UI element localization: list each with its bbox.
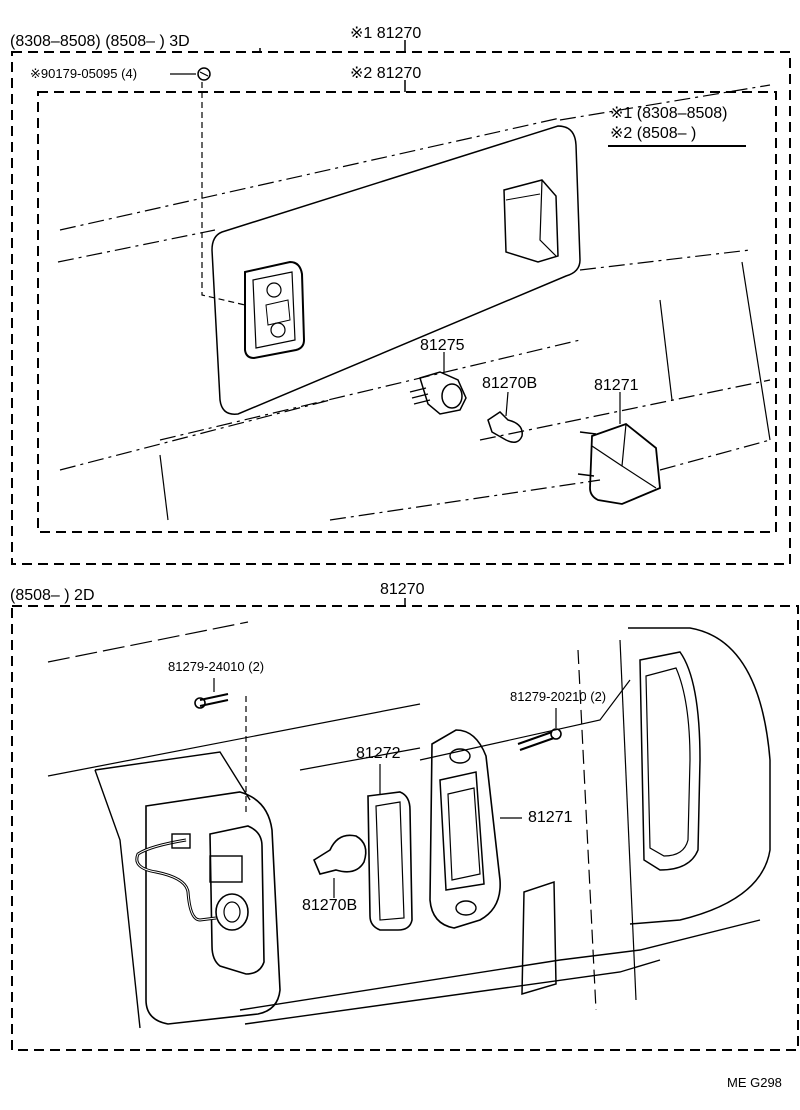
socket-drawing (419, 371, 467, 415)
footer-code: ME G298 (727, 1075, 782, 1090)
top-outer-frame (11, 51, 791, 565)
top-assembly-2-label: ※2 81270 (350, 65, 422, 82)
top-inner-frame (37, 91, 777, 533)
screw-right-label: 81279-20210 (2) (510, 689, 607, 704)
license-panel-outline (211, 125, 581, 415)
screw-callout-label: ※90179-05095 (4) (30, 66, 138, 81)
legend-line-1: ※1 (8308–8508) (610, 105, 728, 122)
top-section-drawing (11, 40, 791, 565)
lens-bottom-drawing (429, 729, 501, 929)
lens-drawing (589, 422, 661, 505)
part-bulb-label: 81270B (482, 375, 538, 392)
part-socket-label: 81275 (420, 337, 465, 354)
part-lens-bottom-label: 81271 (528, 809, 573, 826)
lamp-mount-bracket (244, 260, 306, 360)
bottom-header-range: (8508– ) 2D (10, 587, 95, 604)
screw-left-label: 81279-24010 (2) (168, 659, 265, 674)
bottom-assembly-label: 81270 (380, 581, 425, 598)
screw-right-drawing (517, 731, 555, 751)
bottom-outer-frame (11, 605, 799, 1051)
top-assembly-1-label: ※1 81270 (350, 25, 422, 42)
top-header-range: (8308–8508) (8508– ) 3D (10, 33, 190, 50)
bulb-bottom-drawing (312, 834, 367, 875)
part-lens-label: 81271 (594, 377, 639, 394)
bottom-section-drawing (11, 598, 799, 1051)
gasket-drawing (367, 791, 413, 931)
bulb-drawing (487, 411, 523, 443)
lamp-housing (145, 791, 281, 1025)
part-bulb-bottom-label: 81270B (302, 897, 358, 914)
part-gasket-label: 81272 (356, 745, 401, 762)
legend-line-2: ※2 (8508– ) (610, 125, 697, 142)
